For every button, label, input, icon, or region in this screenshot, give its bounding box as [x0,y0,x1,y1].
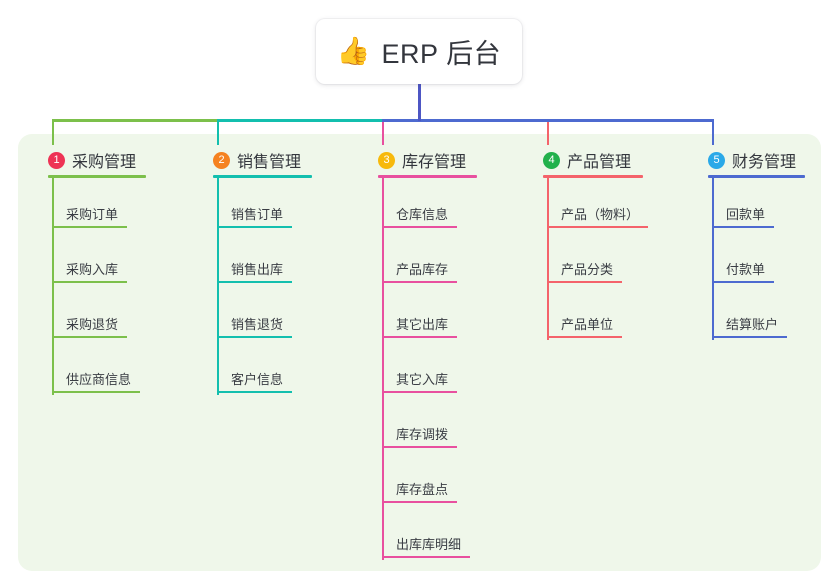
leaf-label: 库存调拨 [396,427,449,442]
leaf-label: 销售退货 [231,317,284,332]
column-badge-2: 2 [213,151,230,169]
leaf-rule [217,281,292,283]
leaf-label: 结算账户 [726,317,779,332]
column-header-2[interactable]: 2 销售管理 [213,148,301,172]
leaf-label: 供应商信息 [66,372,132,387]
leaf-label: 客户信息 [231,372,284,387]
leaf-label: 其它入库 [396,372,449,387]
leaf-rule [382,281,457,283]
column-title-3: 库存管理 [402,154,467,171]
leaf-label: 产品（物料） [561,207,640,222]
leaf-rule [52,336,127,338]
column-spine-3 [382,178,384,560]
column-badge-4: 4 [543,151,560,169]
leaf-label: 产品单位 [561,317,614,332]
column-badge-1: 1 [48,151,65,169]
leaf-rule [52,226,127,228]
column-header-rule-4 [543,175,643,178]
column-header-4[interactable]: 4 产品管理 [543,148,631,172]
leaf-rule [217,226,292,228]
leaf-label: 采购退货 [66,317,119,332]
leaf-rule [382,446,457,448]
column-header-1[interactable]: 1 采购管理 [48,148,136,172]
leaf-rule [712,281,774,283]
leaf-label: 出库库明细 [396,537,462,552]
bus-segment-3 [382,119,714,122]
root-title: ERP 后台 [381,39,502,69]
leaf-label: 销售订单 [231,207,284,222]
leaf-label: 付款单 [726,262,766,277]
leaf-rule [52,391,140,393]
bus-segment-1 [52,119,218,122]
leaf-rule [382,226,457,228]
leaf-rule [217,391,292,393]
leaf-rule [382,556,470,558]
leaf-rule [547,226,648,228]
column-header-rule-3 [378,175,477,178]
leaf-label: 库存盘点 [396,482,449,497]
leaf-label: 产品库存 [396,262,449,277]
leaf-rule [217,336,292,338]
leaf-rule [547,281,622,283]
column-title-5: 财务管理 [732,154,797,171]
column-spine-2 [217,178,219,395]
leaf-rule [712,226,774,228]
leaf-label: 回款单 [726,207,766,222]
column-header-5[interactable]: 5 财务管理 [708,148,796,172]
root-node-content: 👍 ERP 后台 [337,32,501,71]
bus-segment-2 [217,119,383,122]
column-badge-3: 3 [378,151,395,169]
branch-drop-3 [382,119,384,145]
column-title-4: 产品管理 [567,154,632,171]
leaf-rule [712,336,787,338]
leaf-label: 采购订单 [66,207,119,222]
leaf-label: 其它出库 [396,317,449,332]
column-badge-5: 5 [708,151,725,169]
column-header-rule-2 [213,175,312,178]
column-spine-1 [52,178,54,395]
leaf-label: 销售出库 [231,262,284,277]
column-spine-5 [712,178,714,340]
column-spine-4 [547,178,549,340]
column-header-rule-5 [708,175,805,178]
leaf-rule [382,391,457,393]
branch-drop-1 [52,119,54,145]
leaf-label: 产品分类 [561,262,614,277]
root-stem [418,84,421,121]
leaf-rule [547,336,622,338]
branch-drop-5 [712,119,714,145]
thumbs-up-icon: 👍 [336,36,371,66]
leaf-rule [52,281,127,283]
column-title-2: 销售管理 [237,154,302,171]
leaf-rule [382,501,457,503]
root-node[interactable]: 👍 ERP 后台 [316,19,522,84]
column-header-3[interactable]: 3 库存管理 [378,148,466,172]
branch-drop-4 [547,119,549,145]
column-header-rule-1 [48,175,146,178]
diagram-panel [18,134,821,571]
leaf-label: 采购入库 [66,262,119,277]
leaf-rule [382,336,457,338]
branch-drop-2 [217,119,219,145]
leaf-label: 仓库信息 [396,207,449,222]
column-title-1: 采购管理 [72,154,137,171]
